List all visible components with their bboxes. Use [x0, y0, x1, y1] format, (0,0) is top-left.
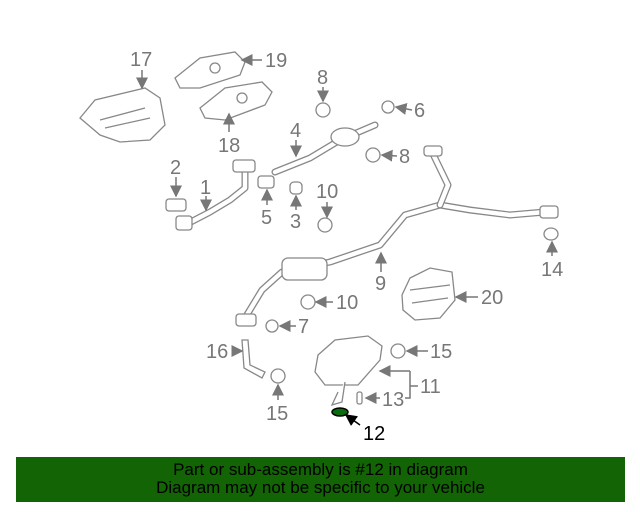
- callout-label-12: 12: [363, 423, 385, 445]
- ring-6[interactable]: [381, 100, 395, 114]
- callout-label-6: 6: [414, 100, 425, 122]
- callout-label-10-lower: 10: [336, 292, 358, 314]
- callout-label-8-lower: 8: [399, 146, 410, 168]
- callout-label-4: 4: [290, 120, 301, 142]
- bracket-16[interactable]: [241, 339, 266, 379]
- heat-shield-20[interactable]: [401, 267, 456, 321]
- callout-label-17: 17: [130, 49, 152, 71]
- callout-label-2: 2: [170, 157, 181, 179]
- part-info-banner: Part or sub-assembly is #12 in diagram D…: [16, 457, 625, 502]
- callout-label-18: 18: [218, 135, 240, 157]
- callout-label-3: 3: [290, 211, 301, 233]
- center-pipe-4[interactable]: [271, 121, 379, 176]
- callout-label-14: 14: [541, 259, 563, 281]
- gasket-5[interactable]: [257, 175, 275, 189]
- ring-3[interactable]: [289, 181, 303, 195]
- bolt-13[interactable]: [356, 391, 363, 405]
- hanger-10-lower[interactable]: [300, 294, 316, 310]
- callout-label-15-left: 15: [266, 403, 288, 425]
- callout-label-7: 7: [298, 316, 309, 338]
- tip-14[interactable]: [543, 227, 559, 241]
- front-pipe-1[interactable]: [175, 159, 256, 231]
- callout-label-9: 9: [375, 273, 386, 295]
- heat-shield-19[interactable]: [174, 51, 246, 89]
- gasket-12-highlighted[interactable]: [331, 407, 349, 417]
- hanger-8-top[interactable]: [315, 102, 331, 118]
- callout-label-11: 11: [420, 376, 441, 398]
- center-muffler-pipe-9[interactable]: [235, 145, 559, 327]
- hanger-15-right[interactable]: [390, 343, 406, 359]
- hanger-15-left[interactable]: [270, 368, 286, 384]
- callout-label-10-top: 10: [316, 181, 338, 203]
- callout-label-5: 5: [261, 207, 272, 229]
- banner-line-part: Part or sub-assembly is #12 in diagram: [173, 460, 468, 479]
- hanger-10-top[interactable]: [317, 217, 333, 233]
- banner-line-disclaimer: Diagram may not be specific to your vehi…: [156, 478, 485, 497]
- callout-label-8-top: 8: [317, 67, 328, 89]
- heat-shield-17[interactable]: [79, 87, 166, 143]
- callout-label-15-right: 15: [430, 341, 452, 363]
- callout-label-19: 19: [265, 50, 287, 72]
- ring-7[interactable]: [265, 319, 279, 333]
- callout-label-13: 13: [382, 389, 404, 411]
- callout-label-20: 20: [481, 287, 503, 309]
- callout-label-1: 1: [200, 177, 211, 199]
- hanger-8-lower[interactable]: [365, 147, 381, 163]
- muffler-11[interactable]: [314, 335, 383, 407]
- callout-leaders: [136, 54, 558, 426]
- heat-shield-18[interactable]: [199, 81, 273, 121]
- exhaust-parts-diagram: 1 2 3 4 5 6 7 8 8 9 10 10 11 12 13 14 15…: [79, 49, 563, 445]
- gasket-2[interactable]: [165, 198, 187, 212]
- callout-label-16: 16: [206, 341, 228, 363]
